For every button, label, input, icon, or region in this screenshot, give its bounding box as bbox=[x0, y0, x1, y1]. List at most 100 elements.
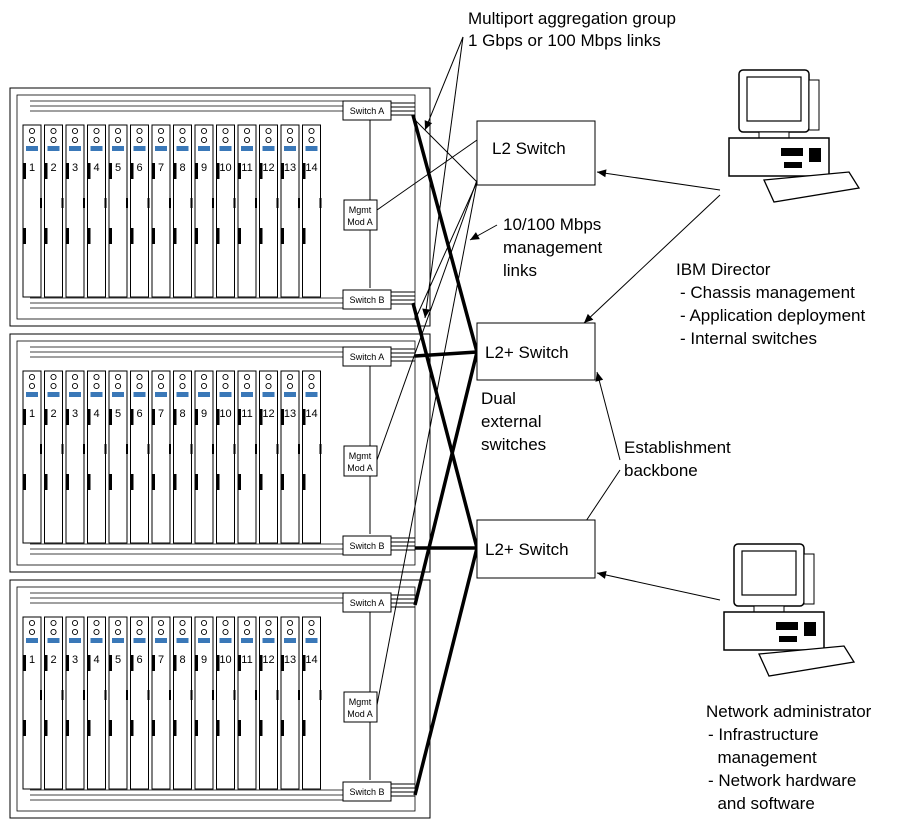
blade-accent bbox=[198, 146, 210, 151]
blade-handle bbox=[302, 720, 306, 736]
blade-accent bbox=[90, 146, 103, 151]
blade-led bbox=[157, 619, 165, 627]
director-to-l2plus-pointer bbox=[583, 194, 721, 324]
blade-number-label: 12 bbox=[262, 162, 274, 174]
blade-led bbox=[286, 373, 294, 381]
blade-accent bbox=[241, 146, 253, 151]
blade-body bbox=[151, 124, 171, 298]
blade-handle bbox=[259, 163, 263, 179]
drive-bay bbox=[809, 148, 821, 162]
blade-handle bbox=[130, 474, 134, 490]
blade-body bbox=[280, 616, 300, 790]
blade-slot: 4 bbox=[87, 370, 107, 544]
director-to-l2-pointer bbox=[596, 171, 721, 191]
blade-handle bbox=[173, 655, 177, 671]
mgmt-module-label-line1: Mgmt bbox=[349, 205, 372, 215]
blade-number-label: 6 bbox=[136, 654, 142, 666]
blade-handle bbox=[216, 163, 220, 179]
switch-a-module: Switch A bbox=[342, 346, 392, 367]
blade-slot: 12 bbox=[259, 370, 279, 544]
blade-number-label: 5 bbox=[115, 162, 121, 174]
blade-number-label: 10 bbox=[219, 162, 231, 174]
ibm-director-item-2: - Application deployment bbox=[680, 306, 866, 325]
mgmt-links-pointer-arrowhead bbox=[470, 232, 480, 240]
blade-number-label: 9 bbox=[201, 654, 207, 666]
blade-slot: 8 bbox=[173, 616, 193, 790]
blade-handle bbox=[23, 163, 26, 179]
blade-handle bbox=[302, 655, 306, 671]
blade-body bbox=[302, 616, 321, 790]
blade-slot: 7 bbox=[151, 616, 171, 790]
blade-led bbox=[93, 628, 100, 636]
blade-accent bbox=[90, 392, 103, 397]
blade-handle bbox=[44, 474, 48, 490]
ibm-director-item-3: - Internal switches bbox=[680, 329, 817, 348]
blade-led bbox=[71, 373, 79, 381]
mgmt-module-box bbox=[343, 199, 378, 231]
blade-number-label: 10 bbox=[219, 654, 231, 666]
blade-handle bbox=[238, 474, 241, 490]
keyboard bbox=[758, 645, 856, 677]
blade-number-label: 6 bbox=[136, 408, 142, 420]
blade-handle bbox=[173, 409, 177, 425]
blade-led bbox=[28, 136, 36, 144]
mgmt-links-label-line3: links bbox=[503, 261, 538, 280]
switch-b-box bbox=[342, 535, 392, 556]
switch-a-label: Switch A bbox=[350, 598, 385, 608]
network-admin-title: Network administrator bbox=[706, 702, 872, 721]
switch-b-module: Switch B bbox=[342, 289, 392, 310]
blade-handle bbox=[238, 163, 241, 179]
blade-handle bbox=[173, 474, 177, 490]
blade-body bbox=[108, 124, 128, 298]
blade-slot: 1 bbox=[22, 616, 42, 790]
network-admin-item-2: management bbox=[708, 748, 817, 767]
blade-slot: 9 bbox=[194, 370, 214, 544]
blade-handle bbox=[259, 720, 263, 736]
blade-slot: 12 bbox=[259, 616, 279, 790]
blade-handle bbox=[195, 474, 198, 490]
blade-led bbox=[308, 136, 315, 144]
switch-a-box bbox=[342, 346, 392, 367]
blade-led bbox=[308, 619, 315, 627]
blade-accent bbox=[284, 146, 296, 151]
blade-accent bbox=[198, 638, 210, 643]
blade-handle bbox=[130, 163, 134, 179]
blade-led bbox=[93, 373, 100, 381]
blade-number-label: 13 bbox=[284, 654, 296, 666]
blade-slot: 14 bbox=[302, 616, 322, 790]
blade-led bbox=[222, 382, 229, 390]
computers-layer bbox=[723, 69, 861, 677]
blade-handle bbox=[109, 655, 112, 671]
aggregation-label-line2: 1 Gbps or 100 Mbps links bbox=[468, 31, 661, 50]
blade-led bbox=[114, 127, 122, 135]
blade-handle bbox=[173, 163, 177, 179]
blade-accent bbox=[26, 638, 38, 643]
mgmt-module-label-line2: Mod A bbox=[347, 463, 373, 473]
blade-led bbox=[286, 628, 294, 636]
switch-b-box bbox=[342, 289, 392, 310]
blade-led bbox=[157, 136, 165, 144]
blade-led bbox=[71, 382, 79, 390]
network-admin-computer bbox=[723, 543, 856, 677]
blade-led bbox=[222, 136, 229, 144]
blade-slot: 6 bbox=[130, 124, 150, 298]
backbone-pointer-top-arrowhead bbox=[595, 372, 604, 382]
blade-accent bbox=[26, 392, 38, 397]
keyboard bbox=[763, 171, 861, 203]
blade-accent bbox=[241, 638, 253, 643]
blade-accent bbox=[198, 392, 210, 397]
blade-accent bbox=[112, 638, 124, 643]
blade-led bbox=[71, 136, 79, 144]
blade-handle bbox=[23, 228, 26, 244]
blade-slot: 1 bbox=[22, 124, 42, 298]
blade-led bbox=[265, 127, 272, 135]
blade-slot: 8 bbox=[173, 370, 193, 544]
drive-bay bbox=[781, 148, 803, 156]
blade-body bbox=[87, 124, 106, 298]
blade-body bbox=[108, 616, 128, 790]
blade-slot: 12 bbox=[259, 124, 279, 298]
blade-body bbox=[237, 370, 257, 544]
blade-accent bbox=[262, 146, 275, 151]
switch-a-box bbox=[342, 592, 392, 613]
